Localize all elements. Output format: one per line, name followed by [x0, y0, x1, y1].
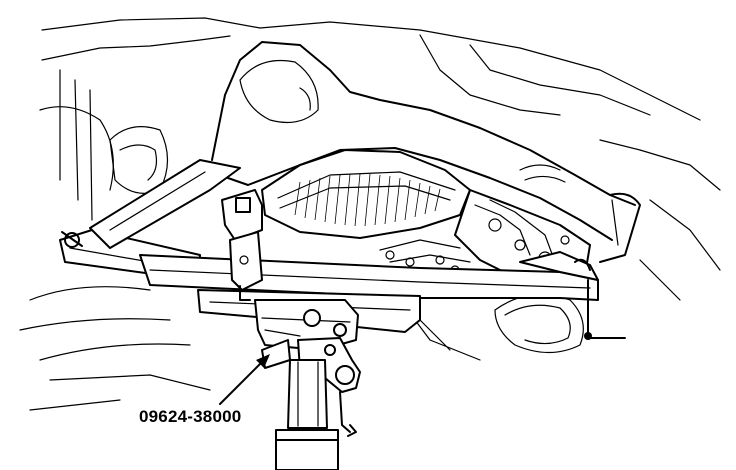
jack-column: [275, 359, 339, 470]
callout-leader: [219, 354, 270, 405]
oil-pan-ribs: [294, 173, 441, 227]
rear-crossmember: [204, 41, 641, 263]
vehicle-body-background: [19, 17, 721, 411]
oil-pan: [261, 149, 471, 239]
clamp-post: [221, 189, 263, 301]
jack-head-adapter: [254, 299, 361, 437]
part-number-label: 09624-38000: [139, 407, 242, 426]
